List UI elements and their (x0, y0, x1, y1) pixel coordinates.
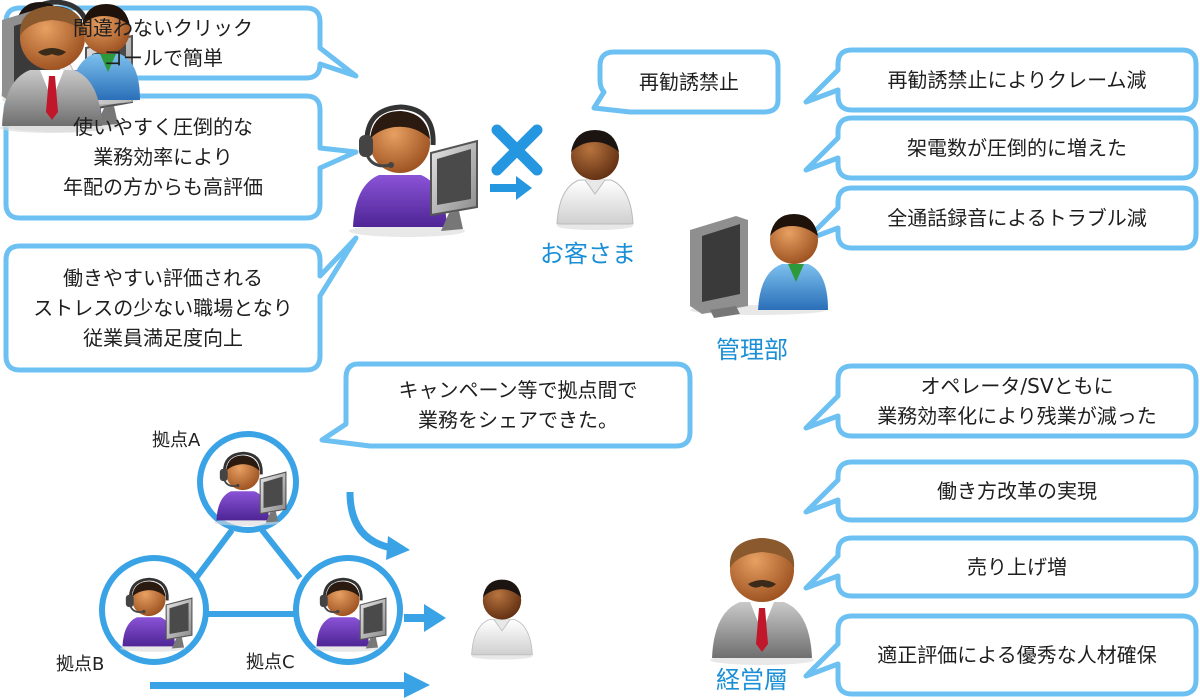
blocked-x-icon (497, 130, 537, 170)
site-c-label: 拠点C (246, 648, 295, 674)
management-label: 管理部 (716, 330, 788, 365)
bubble-exec-overtime: オペレータ/SVともに 業務効率化により残業が減った (842, 370, 1192, 432)
bottom-flow-arrow-icon (150, 672, 430, 698)
operator-at-pc-icon (349, 107, 477, 237)
bubble-operator-workplace: 働きやすい評価される ストレスの少ない職場となり 従業員満足度向上 (10, 250, 316, 366)
site-a-label: 拠点A (152, 426, 200, 452)
bubble-operator-efficiency: 使いやすく圧倒的な 業務効率により 年配の方からも高評価 (10, 100, 316, 214)
bubble-sites-share: キャンペーン等で拠点間で 業務をシェアできた。 (350, 368, 686, 442)
bubble-exec-talent: 適正評価による優秀な人材確保 (842, 620, 1192, 690)
bubble-operator-click: 間違わないクリック コールで簡単 (10, 12, 316, 74)
curved-flow-arrow-icon (350, 492, 410, 560)
site-customer-icon (472, 580, 533, 660)
call-arrow-icon (490, 176, 532, 200)
customer-icon (557, 130, 633, 230)
site-link-ac (262, 530, 300, 578)
bubble-exec-workstyle: 働き方改革の実現 (842, 466, 1192, 516)
bubble-mgmt-calls: 架電数が圧倒的に増えた (842, 122, 1192, 174)
customer-label: お客さま (540, 234, 636, 269)
bubble-mgmt-recording: 全通話録音によるトラブル減 (842, 192, 1192, 244)
executive-label: 経営層 (716, 660, 788, 695)
bubble-customer-no-recall: 再勧誘禁止 (604, 56, 774, 108)
executive-icon (710, 538, 814, 665)
site-link-ab (196, 530, 232, 578)
bubble-exec-sales: 売り上げ増 (842, 542, 1192, 592)
site-b-label: 拠点B (56, 650, 104, 676)
right-flow-arrow-icon (404, 604, 446, 632)
manager-icon (690, 214, 828, 318)
bubble-mgmt-complaints: 再勧誘禁止によりクレーム減 (842, 54, 1192, 106)
